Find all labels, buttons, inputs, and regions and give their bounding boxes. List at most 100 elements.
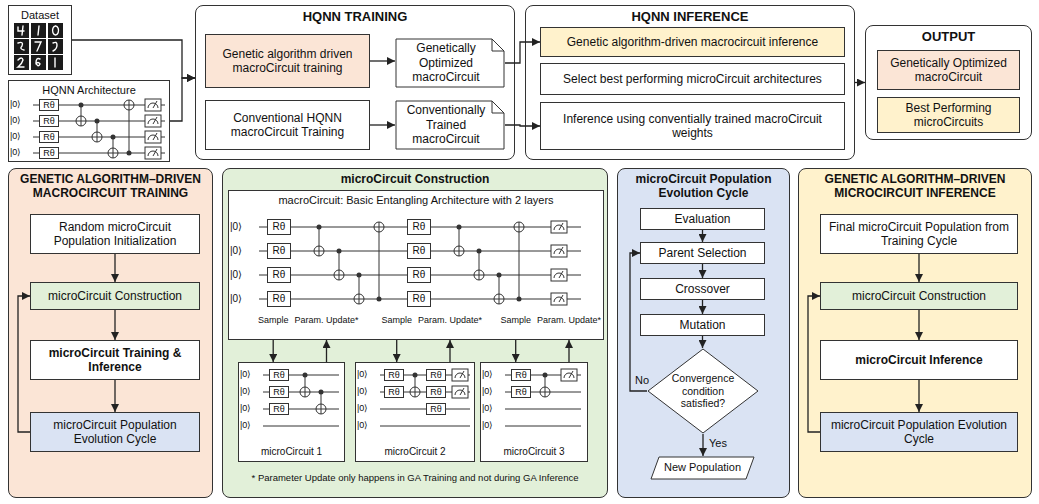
measure-box <box>561 369 577 381</box>
process-box: microCircuit Inference <box>820 340 1018 380</box>
digit-stroke <box>54 58 55 67</box>
rotation-gate: Rθ <box>511 386 531 398</box>
connector-arrow <box>505 125 540 126</box>
qubit-wire <box>263 426 339 427</box>
qubit-wire <box>505 426 581 427</box>
qubit-ket: |0⟩ <box>240 369 251 380</box>
cnot-target <box>494 294 504 304</box>
cnot-plus <box>334 270 344 280</box>
qubit-wire <box>380 409 470 410</box>
rotation-gate: Rθ <box>384 369 404 381</box>
qubit-ket: |0⟩ <box>10 115 21 126</box>
connector-arrow <box>449 340 450 362</box>
node-text: Random microCircuit Population Initializ… <box>36 220 194 249</box>
cnot-line <box>519 227 520 299</box>
construction-panel: microCircuit ConstructionmacroCircuit: B… <box>222 168 608 498</box>
rotation-gate: Rθ <box>407 267 431 283</box>
qubit-ket: |0⟩ <box>482 420 493 431</box>
process-box: Final microCircuit Population from Train… <box>820 214 1018 254</box>
rotation-gate: Rθ <box>407 219 431 235</box>
heading-text: GENETIC ALGORITHM–DRIVEN MICROCIRCUIT IN… <box>804 172 1026 201</box>
node-text: Inference using conventially trained mac… <box>546 112 839 141</box>
cnot-plus <box>374 222 384 232</box>
connector-arrow <box>72 40 195 78</box>
measure-dial <box>554 295 564 302</box>
training-panel: HQNN TRAININGGenetic algorithm driven ma… <box>195 5 515 160</box>
qubit-ket: |0⟩ <box>10 147 21 158</box>
digit-stroke <box>18 58 24 67</box>
digit-image <box>48 39 63 54</box>
connector-arrow <box>114 380 115 412</box>
qubit-ket: |0⟩ <box>482 369 493 380</box>
connector-arrow <box>702 434 703 456</box>
cnot-plus <box>514 222 524 232</box>
microcircuit-box: microCircuit 2|0⟩|0⟩|0⟩|0⟩RθRθRθRθRθ <box>355 362 475 462</box>
cnot-target <box>124 100 134 110</box>
node-text: microCircuit Inference <box>855 353 982 367</box>
node-text: microCircuit Population Evolution Cycle <box>36 418 194 447</box>
measure-dial <box>148 101 158 108</box>
node-text: Select best performing microCircuit arch… <box>563 72 822 86</box>
qubit-wire <box>380 426 470 427</box>
rotation-gate: Rθ <box>267 291 291 307</box>
connector-arrow <box>370 124 395 125</box>
measure-box <box>145 147 161 159</box>
cnot-plus <box>494 294 504 304</box>
connector-arrow <box>515 340 516 362</box>
rotation-gate: Rθ <box>384 386 404 398</box>
rotation-gate: Rθ <box>267 243 291 259</box>
cnot-target <box>374 222 384 232</box>
node-text: microCircuit Training & Inference <box>36 346 194 375</box>
process-box: microCircuit Training & Inference <box>30 340 200 380</box>
connector-arrow <box>702 264 703 278</box>
rotation-gate: Rθ <box>39 99 59 111</box>
node-text: microCircuit 1 <box>261 446 322 458</box>
connector-arrow <box>918 380 919 412</box>
node-text: Genetically Optimized macroCircuit <box>883 56 1014 85</box>
update-label: Param. Update* <box>295 315 359 326</box>
heading-text: GENETIC ALGORITHM–DRIVEN MACROCIRCUIT TR… <box>14 172 207 201</box>
rotation-gate: Rθ <box>407 243 431 259</box>
rotation-gate: Rθ <box>39 147 59 159</box>
measure-dial <box>554 271 564 278</box>
node-text: Conventionally Trained macroCircuit <box>401 103 491 146</box>
parallelogram-outline <box>651 457 754 479</box>
cnot-target <box>300 387 310 397</box>
cnot-plus <box>540 387 550 397</box>
measure-box <box>551 245 567 257</box>
cnot-target <box>540 387 550 397</box>
connector-arrow <box>918 310 919 340</box>
rotation-gate: Rθ <box>39 131 59 143</box>
heading-text: OUTPUT <box>922 29 975 45</box>
measure-dial <box>148 149 158 156</box>
architecture-box: HQNN Architecture|0⟩|0⟩|0⟩|0⟩RθRθRθRθ <box>8 80 170 162</box>
cnot-plus <box>316 404 326 414</box>
cnot-control <box>317 225 322 230</box>
node-text: Conventional HQNN macroCircuit Training <box>211 111 364 140</box>
process-box: Random microCircuit Population Initializ… <box>30 214 200 254</box>
sample-label: Sample <box>381 315 412 326</box>
qubit-ket: |0⟩ <box>482 386 493 397</box>
dataset-images <box>14 23 66 73</box>
rotation-gate: Rθ <box>426 403 446 415</box>
connector-arrow <box>568 340 569 362</box>
digit-image <box>14 55 29 70</box>
measure-box <box>145 131 161 143</box>
rotation-gate: Rθ <box>511 369 531 381</box>
macrocircuit-box: macroCircuit: Basic Entangling Architect… <box>228 190 604 340</box>
measure-dial <box>455 371 465 378</box>
digit-stroke <box>53 26 59 35</box>
digit-stroke <box>36 59 40 66</box>
cnot-line <box>129 105 130 153</box>
qubit-ket: |0⟩ <box>10 131 21 142</box>
measure-box <box>145 99 161 111</box>
cnot-control <box>517 297 522 302</box>
cnot-target <box>316 404 326 414</box>
process-box: Crossover <box>640 278 765 300</box>
document-shape: Conventionally Trained macroCircuit <box>395 100 505 150</box>
digit-image <box>31 23 46 38</box>
digit-image <box>14 39 29 54</box>
document-shape: Genetically Optimized macroCircuit <box>395 38 505 88</box>
cnot-target <box>354 294 364 304</box>
measure-box <box>551 269 567 281</box>
